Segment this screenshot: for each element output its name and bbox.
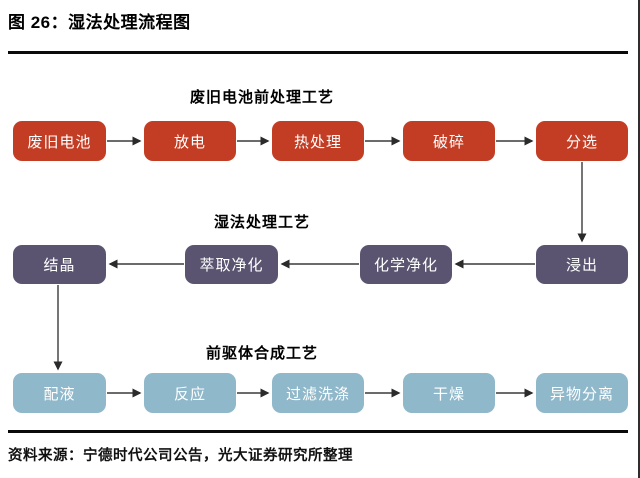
title-divider <box>8 51 628 54</box>
stage-label-precursor: 前驱体合成工艺 <box>205 345 318 362</box>
flow-node-filter-washing: 过滤洗涤 <box>272 373 364 413</box>
flow-node-crushing: 破碎 <box>403 121 495 161</box>
flow-node-discharge: 放电 <box>144 121 236 161</box>
stage-label-pretreatment: 废旧电池前处理工艺 <box>189 89 334 106</box>
flow-node-chemical-purification: 化学净化 <box>360 245 452 284</box>
flow-node-reaction: 反应 <box>144 373 236 413</box>
flow-node-heat-treatment: 热处理 <box>272 121 364 161</box>
footer-divider <box>8 430 628 433</box>
flow-node-leaching: 浸出 <box>536 245 628 284</box>
source-note: 资料来源：宁德时代公司公告，光大证券研究所整理 <box>8 448 353 464</box>
flow-node-extraction-purification: 萃取净化 <box>185 245 278 284</box>
flow-node-crystallization: 结晶 <box>13 245 106 284</box>
flow-node-sorting: 分选 <box>536 121 628 161</box>
flow-node-solution-preparation: 配液 <box>13 373 106 413</box>
flow-node-foreign-matter-separation: 异物分离 <box>536 373 628 413</box>
figure-title: 图 26：湿法处理流程图 <box>8 13 191 32</box>
flow-node-waste-battery: 废旧电池 <box>13 121 106 161</box>
stage-label-wet-process: 湿法处理工艺 <box>213 214 310 231</box>
flow-node-drying: 干燥 <box>403 373 495 413</box>
page-right-border <box>638 0 640 478</box>
